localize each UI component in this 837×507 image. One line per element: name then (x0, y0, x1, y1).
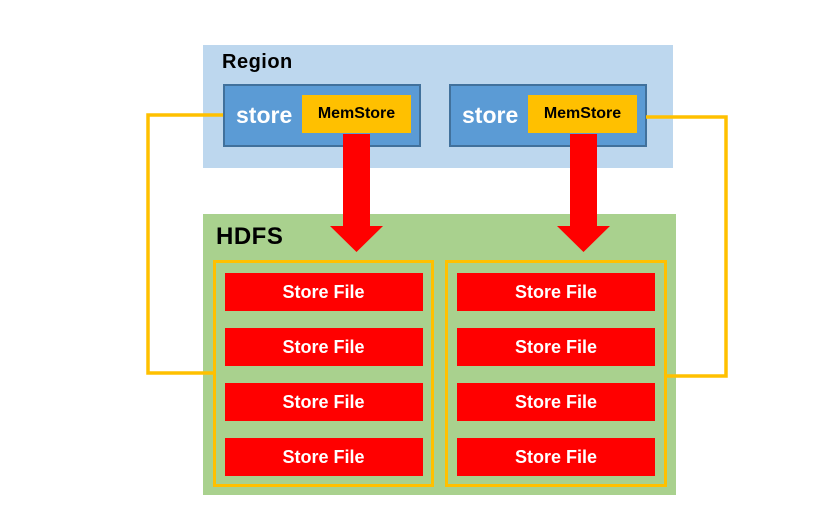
store-box-1: store MemStore (223, 84, 421, 147)
store-file-box: Store File (224, 273, 423, 311)
store-file-label: Store File (282, 281, 365, 302)
store-label-1: store (236, 102, 293, 128)
store-file-box: Store File (457, 273, 655, 311)
store-box-2: store MemStore (449, 84, 647, 147)
store-file-box: Store File (224, 383, 423, 421)
store-file-box: Store File (457, 438, 655, 476)
store-file-label: Store File (282, 336, 365, 357)
store-label-2: store (462, 102, 519, 128)
store-file-box: Store File (457, 328, 655, 366)
store-file-label: Store File (282, 391, 365, 412)
region-label: Region (222, 51, 293, 73)
hdfs-label: HDFS (216, 223, 284, 250)
memstore-label-2: MemStore (543, 105, 622, 122)
memstore-box-1: MemStore (302, 95, 411, 133)
store-file-column-1: Store File Store File Store File Store F… (213, 260, 434, 487)
hdfs-box: HDFS Store File Store File Store File St… (203, 214, 676, 495)
store-file-box: Store File (457, 383, 655, 421)
store-file-label: Store File (282, 446, 365, 467)
memstore-label-1: MemStore (317, 105, 396, 122)
store-file-label: Store File (514, 391, 598, 412)
memstore-box-2: MemStore (528, 95, 637, 133)
store-file-column-2: Store File Store File Store File Store F… (445, 260, 667, 487)
store-file-label: Store File (514, 336, 598, 357)
store-file-box: Store File (224, 328, 423, 366)
store-file-label: Store File (514, 446, 598, 467)
store-file-box: Store File (224, 438, 423, 476)
region-box: Region store MemStore store MemStore (203, 45, 673, 168)
store-file-label: Store File (514, 281, 598, 302)
